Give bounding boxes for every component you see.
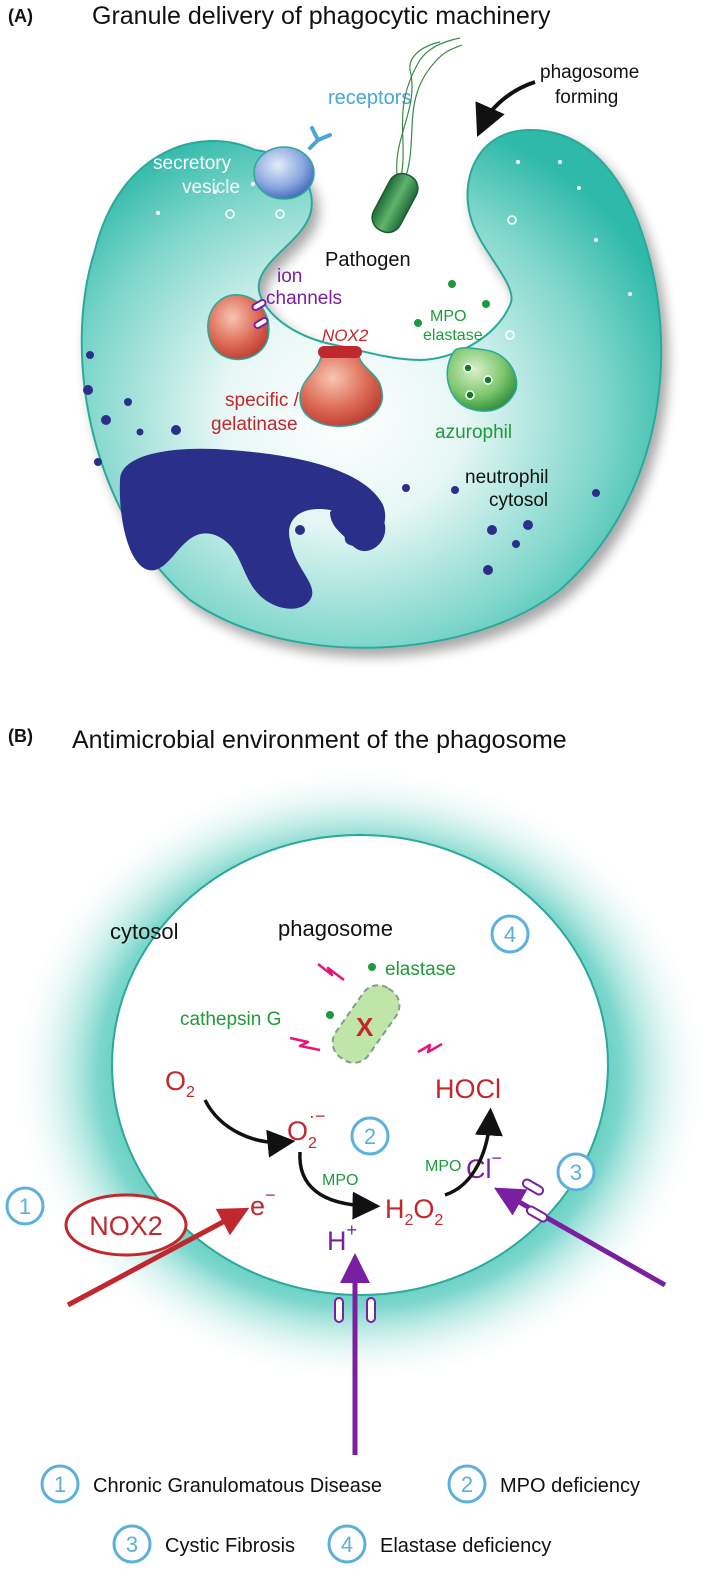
mpo-elastase-dots bbox=[414, 280, 490, 327]
label-channels: channels bbox=[266, 288, 342, 309]
legend: 1 Chronic Granulomatous Disease 2 MPO de… bbox=[40, 1464, 640, 1564]
label-mpo-b1: MPO bbox=[322, 1172, 358, 1189]
label-cytosol-a: cytosol bbox=[489, 490, 548, 511]
svg-text:2: 2 bbox=[364, 1124, 376, 1149]
svg-text:3: 3 bbox=[126, 1532, 138, 1557]
panel-a-title: Granule delivery of phagocytic machinery bbox=[92, 2, 551, 30]
azurophil-dots bbox=[463, 363, 493, 400]
label-phagosome: phagosome bbox=[540, 62, 639, 83]
panel-b-title: Antimicrobial environment of the phagoso… bbox=[72, 726, 567, 754]
granule-speckles bbox=[156, 160, 632, 296]
svg-text:Cystic Fibrosis: Cystic Fibrosis bbox=[165, 1535, 295, 1557]
membrane-channels bbox=[334, 1178, 549, 1323]
label-phagosome-b: phagosome bbox=[278, 916, 393, 941]
kill-mark: X bbox=[356, 1012, 374, 1042]
svg-text:4: 4 bbox=[504, 922, 516, 947]
svg-text:4: 4 bbox=[341, 1532, 353, 1557]
label-pathogen: Pathogen bbox=[325, 249, 411, 271]
nox2-oval bbox=[64, 1193, 188, 1257]
svg-text:1: 1 bbox=[19, 1194, 31, 1219]
killed-bacterium bbox=[331, 984, 401, 1064]
pathogen-bacterium bbox=[371, 37, 463, 234]
label-mpo-a: MPO bbox=[430, 308, 466, 325]
phagosome-interior bbox=[111, 834, 609, 1296]
label-receptors: receptors bbox=[328, 87, 411, 109]
label-o2: O2 bbox=[165, 1066, 195, 1101]
svg-text:3: 3 bbox=[570, 1160, 582, 1185]
label-mpo-b2: MPO bbox=[425, 1158, 461, 1175]
panel-b: (B) Antimicrobial environment of the pha… bbox=[5, 726, 709, 1455]
svg-text:Elastase deficiency: Elastase deficiency bbox=[380, 1535, 551, 1557]
marker-4: 4 bbox=[490, 914, 530, 954]
panel-a: (A) Granule delivery of phagocytic machi… bbox=[8, 2, 663, 649]
label-h2o2: H2O2 bbox=[385, 1194, 443, 1229]
receptor-icon bbox=[308, 126, 332, 150]
label-e: e− bbox=[250, 1185, 276, 1221]
specific-granule-nox2 bbox=[299, 351, 383, 428]
nucleus-lobe bbox=[330, 504, 386, 552]
legend-item-4: 4 Elastase deficiency bbox=[327, 1524, 551, 1564]
label-superoxide: O2·− bbox=[287, 1106, 325, 1152]
panel-b-letter: (B) bbox=[8, 726, 33, 746]
marker-1: 1 bbox=[5, 1186, 45, 1226]
label-h: H+ bbox=[327, 1220, 357, 1256]
azurophil-granule bbox=[446, 346, 518, 412]
lightning-icons bbox=[289, 963, 443, 1054]
elastase-dot bbox=[368, 963, 376, 971]
label-vesicle: vesicle bbox=[182, 177, 240, 198]
svg-text:1: 1 bbox=[54, 1472, 66, 1497]
label-hocl: HOCl bbox=[435, 1074, 501, 1104]
label-elastase-b: elastase bbox=[385, 959, 456, 980]
secretory-vesicle bbox=[253, 146, 315, 200]
cytosol-dots bbox=[83, 351, 600, 575]
cathepsin-dot bbox=[326, 1011, 334, 1019]
label-neutrophil: neutrophil bbox=[465, 467, 548, 488]
arrow-superoxide-h2o2 bbox=[298, 1151, 381, 1220]
arrow-o2-superoxide bbox=[203, 1099, 296, 1158]
legend-item-3: 3 Cystic Fibrosis bbox=[112, 1524, 295, 1564]
label-specific: specific / bbox=[225, 390, 300, 411]
label-cathepsin: cathepsin G bbox=[180, 1009, 281, 1030]
label-forming: forming bbox=[555, 87, 618, 108]
electron-arrow bbox=[66, 1207, 250, 1308]
legend-item-1: 1 Chronic Granulomatous Disease bbox=[40, 1464, 382, 1504]
label-secretory: secretory bbox=[153, 153, 232, 174]
svg-text:2: 2 bbox=[461, 1472, 473, 1497]
marker-2: 2 bbox=[350, 1116, 390, 1156]
ion-channel-icons bbox=[251, 299, 269, 329]
nucleus bbox=[119, 448, 386, 609]
label-cytosol-b: cytosol bbox=[110, 919, 178, 944]
label-azurophil: azurophil bbox=[435, 422, 512, 443]
marker-3: 3 bbox=[556, 1152, 596, 1192]
label-elastase-a: elastase bbox=[423, 327, 483, 344]
svg-text:MPO deficiency: MPO deficiency bbox=[500, 1475, 640, 1497]
svg-text:Chronic Granulomatous Disease: Chronic Granulomatous Disease bbox=[93, 1475, 382, 1497]
label-gelatinase: gelatinase bbox=[211, 414, 298, 435]
panel-a-letter: (A) bbox=[8, 6, 33, 26]
phagosome-forming-arrow bbox=[475, 80, 536, 137]
arrow-h2o2-hocl bbox=[444, 1107, 503, 1197]
label-nox2-b: NOX2 bbox=[89, 1211, 163, 1241]
label-ion: ion bbox=[277, 266, 302, 287]
nox2-complex bbox=[318, 346, 362, 358]
specific-granule-ion bbox=[207, 294, 270, 361]
label-nox2-a: NOX2 bbox=[322, 326, 369, 345]
legend-item-2: 2 MPO deficiency bbox=[447, 1464, 640, 1504]
hollow-vesicles bbox=[225, 209, 517, 340]
